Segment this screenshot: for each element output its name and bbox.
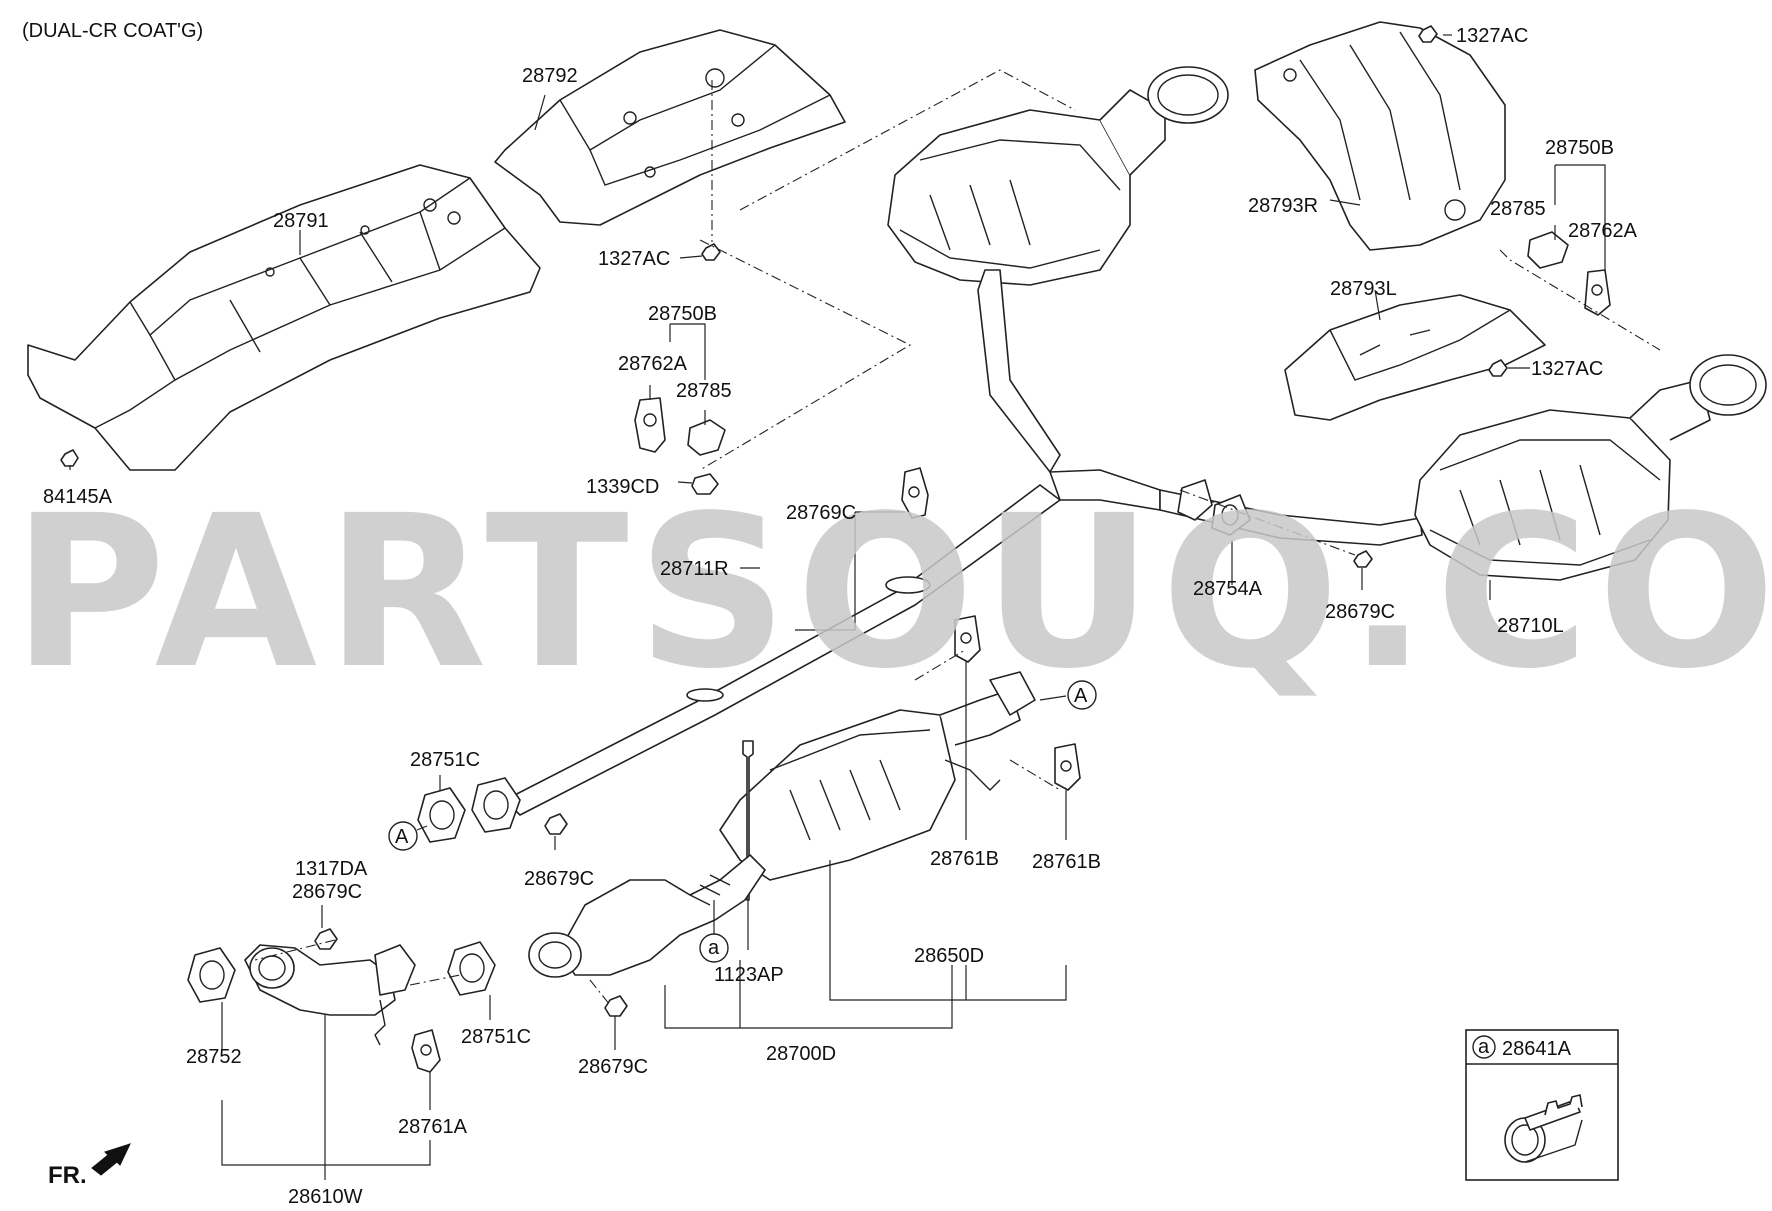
callout-A-right: A: [1039, 680, 1097, 710]
label-28792[interactable]: 28792: [522, 65, 578, 87]
label-84145A[interactable]: 84145A: [43, 486, 113, 508]
label-1317DA[interactable]: 1317DA: [295, 858, 368, 880]
nut-84145A[interactable]: [60, 449, 79, 467]
label-28752[interactable]: 28752: [186, 1046, 242, 1068]
hanger-28762A-right[interactable]: [1584, 269, 1611, 316]
nut-1327AC-right-upper[interactable]: [1418, 25, 1438, 43]
clamp-icon: [1504, 1094, 1583, 1163]
heat-shield-28791[interactable]: [27, 164, 541, 471]
label-1339CD[interactable]: 1339CD: [586, 476, 659, 498]
label-1327AC-right2[interactable]: 1327AC: [1531, 358, 1603, 380]
heat-shield-28793R[interactable]: [1254, 21, 1506, 251]
callout-A-left: A: [388, 821, 428, 851]
label-28679C-low[interactable]: 28679C: [578, 1056, 648, 1078]
label-28793R[interactable]: 28793R: [1248, 195, 1318, 217]
label-1123AP[interactable]: 1123AP: [714, 964, 784, 986]
label-28750B-mid[interactable]: 28750B: [648, 303, 717, 325]
heat-shield-28793L[interactable]: [1284, 294, 1546, 421]
label-28650D[interactable]: 28650D: [914, 945, 984, 967]
label-28785-mid[interactable]: 28785: [676, 380, 732, 402]
label-28700D[interactable]: 28700D: [766, 1043, 836, 1065]
label-1327AC-right1[interactable]: 1327AC: [1456, 25, 1528, 47]
callout-a-text: a: [708, 937, 720, 959]
callout-A-right-text: A: [1074, 685, 1088, 707]
label-28761A[interactable]: 28761A: [398, 1116, 468, 1138]
nut-28679C-low[interactable]: [604, 995, 628, 1017]
gasket-28751C-upper[interactable]: [417, 787, 466, 843]
hanger-28761B-upper[interactable]: [954, 615, 981, 663]
label-28754A[interactable]: 28754A: [1193, 578, 1263, 600]
label-28791[interactable]: 28791: [273, 210, 329, 232]
label-28679C-right[interactable]: 28679C: [1325, 601, 1395, 623]
hanger-28769C[interactable]: [901, 467, 929, 519]
front-pipe-28610W[interactable]: [244, 944, 416, 1046]
nut-28679C-right[interactable]: [1353, 550, 1373, 568]
flange-28751C-upper-pipe[interactable]: [471, 777, 521, 833]
inset-mark: a: [1478, 1036, 1490, 1058]
callout-A-left-text: A: [395, 826, 409, 848]
inset-clamp-28641A[interactable]: a 28641A: [1465, 1029, 1619, 1181]
label-28751C-top[interactable]: 28751C: [410, 749, 480, 771]
nut-1327AC-right-lower[interactable]: [1488, 359, 1508, 377]
rear-muffler-28710L[interactable]: [1414, 354, 1767, 581]
front-direction-indicator: FR.: [48, 1143, 131, 1189]
center-muffler-28650D[interactable]: [719, 671, 1036, 881]
label-28769C[interactable]: 28769C: [786, 502, 856, 524]
leader-lines: [69, 34, 1606, 1180]
diagram-note: (DUAL-CR COAT'G): [22, 20, 203, 42]
label-28750B-right[interactable]: 28750B: [1545, 137, 1614, 159]
label-28785-right[interactable]: 28785: [1490, 198, 1546, 220]
label-28679C-left[interactable]: 28679C: [292, 881, 362, 903]
label-28762A-right[interactable]: 28762A: [1568, 220, 1638, 242]
callout-a: a: [699, 900, 729, 963]
nut-28679C-left[interactable]: [314, 928, 338, 950]
label-28761B-1[interactable]: 28761B: [930, 848, 999, 870]
front-label: FR.: [48, 1162, 87, 1189]
label-1327AC-top[interactable]: 1327AC: [598, 248, 670, 270]
label-28610W[interactable]: 28610W: [288, 1186, 363, 1208]
bracket-28785-mid[interactable]: [687, 419, 726, 456]
bracket-28785-right[interactable]: [1527, 231, 1569, 269]
assembly-dash-lines: [254, 69, 1661, 1006]
flange-28752[interactable]: [187, 947, 236, 1003]
label-28711R[interactable]: 28711R: [660, 558, 729, 580]
hanger-28762A-mid[interactable]: [634, 397, 666, 453]
label-28751C-low[interactable]: 28751C: [461, 1026, 531, 1048]
watermark: PARTSOUQ.COM: [12, 470, 1772, 715]
hanger-28761A[interactable]: [411, 1029, 441, 1073]
label-28761B-2[interactable]: 28761B: [1032, 851, 1101, 873]
rear-muffler-upper[interactable]: [887, 66, 1229, 286]
nut-1327AC-top[interactable]: [701, 243, 721, 261]
gasket-28751C-lower[interactable]: [447, 941, 496, 996]
nut-28679C-mid[interactable]: [544, 813, 568, 835]
front-arrow-icon: [91, 1143, 131, 1176]
inset-part-number: 28641A: [1502, 1038, 1572, 1060]
label-28793L[interactable]: 28793L: [1330, 278, 1397, 300]
label-28679C-mid[interactable]: 28679C: [524, 868, 594, 890]
heat-shield-28792[interactable]: [494, 29, 846, 226]
nut-1339CD[interactable]: [691, 473, 719, 495]
label-28710L[interactable]: 28710L: [1497, 615, 1564, 637]
hanger-28761B-right[interactable]: [1054, 743, 1081, 791]
bolt-1123AP[interactable]: [742, 740, 754, 901]
label-28762A-mid[interactable]: 28762A: [618, 353, 688, 375]
catalytic-converter-28700D[interactable]: [528, 854, 766, 978]
